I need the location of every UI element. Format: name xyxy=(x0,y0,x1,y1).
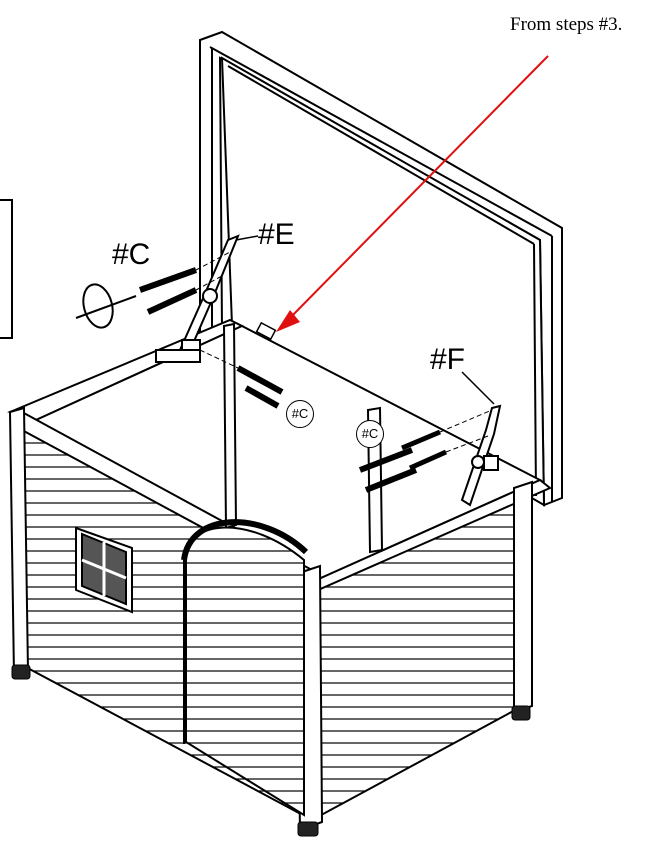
feet xyxy=(11,664,531,837)
step-reference-note: From steps #3. xyxy=(510,14,623,35)
part-label-e: #E xyxy=(258,218,295,251)
callout-c-right: #C xyxy=(356,420,384,448)
cropped-panel-frame xyxy=(0,199,13,339)
hinge-f xyxy=(460,404,502,507)
part-label-c: #C xyxy=(112,238,151,271)
screws-c xyxy=(138,267,448,493)
pointer-arrow xyxy=(276,55,549,332)
alignment-lines xyxy=(195,251,493,453)
door-opening xyxy=(181,519,309,817)
hinge-e xyxy=(155,234,240,363)
window xyxy=(75,526,133,614)
leader-lines xyxy=(235,235,495,405)
screwdriver-icon xyxy=(75,283,137,329)
callout-c-left: #C xyxy=(286,400,314,428)
hinge-slot-mark xyxy=(255,321,277,341)
part-label-f: #F xyxy=(430,343,466,376)
